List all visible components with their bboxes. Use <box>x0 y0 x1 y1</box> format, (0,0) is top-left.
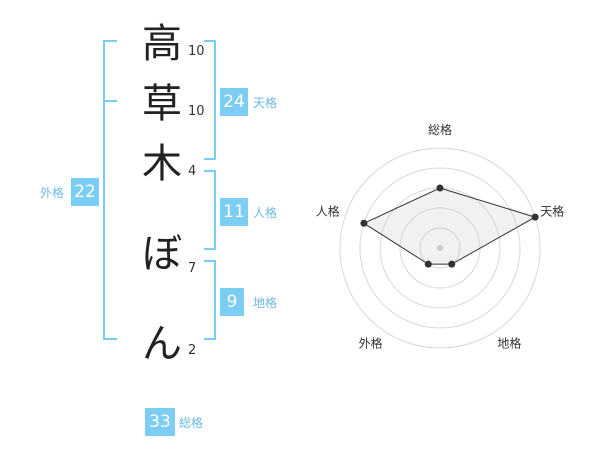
radar-axis-label: 人格 <box>316 204 340 219</box>
radar-point-5 <box>360 219 368 227</box>
gaikaku-label: 外格 <box>40 186 65 200</box>
stroke-count-2: 10 <box>188 104 205 119</box>
chikaku-badge: 9 <box>220 288 244 316</box>
name-char-5: ん <box>142 321 182 367</box>
soukaku-label: 総格 <box>179 416 204 430</box>
gaikaku-badge: 22 <box>71 178 99 206</box>
radar-point-2 <box>531 213 539 221</box>
radar-point-1 <box>436 184 444 192</box>
radar-grid-ring <box>339 147 541 349</box>
soukaku-badge: 33 <box>145 408 175 436</box>
stroke-count-1: 10 <box>188 44 205 59</box>
name-char-1: 高 <box>142 21 182 67</box>
radar-grid-ring <box>359 167 521 329</box>
jinkaku-label: 人格 <box>253 206 278 220</box>
radar-axis-label: 総格 <box>428 122 452 137</box>
stroke-count-5: 2 <box>188 343 197 358</box>
radar-point-3 <box>448 260 456 268</box>
jinkaku-badge: 11 <box>220 198 248 226</box>
radar-value-polygon <box>362 187 537 265</box>
radar-axis-label: 外格 <box>359 335 383 350</box>
radar-axis-label: 地格 <box>497 335 521 350</box>
tenkaku-label: 天格 <box>253 96 278 110</box>
name-char-3: 木 <box>142 141 182 187</box>
radar-center-dot <box>437 245 443 251</box>
radar-grid-ring <box>419 227 461 269</box>
name-char-2: 草 <box>142 81 182 127</box>
chikaku-label: 地格 <box>253 296 278 310</box>
name-char-4: ぼ <box>142 231 182 277</box>
stroke-count-4: 7 <box>188 261 197 276</box>
tenkaku-badge: 24 <box>220 88 248 116</box>
stroke-count-3: 4 <box>188 164 197 179</box>
radar-point-4 <box>424 260 432 268</box>
radar-axis-label: 天格 <box>540 204 564 219</box>
